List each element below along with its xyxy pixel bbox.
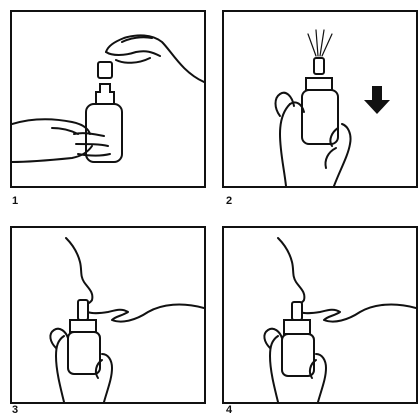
step-4-panel <box>222 226 418 404</box>
bottle-icon <box>68 332 100 374</box>
step-number: 2 <box>226 196 232 207</box>
arrow-down-icon <box>364 86 390 114</box>
bottle-icon <box>302 90 338 144</box>
spray-nostril-illustration <box>224 228 416 402</box>
prime-spray-illustration <box>224 12 416 186</box>
spray-mist-icon <box>308 30 332 56</box>
step-number: 3 <box>12 405 18 416</box>
step-3-panel <box>10 226 206 404</box>
step-number: 4 <box>226 405 232 416</box>
step-2-panel <box>222 10 418 188</box>
cap-icon <box>98 62 112 78</box>
step-number: 1 <box>12 196 18 207</box>
step-1-panel <box>10 10 206 188</box>
insert-nozzle-illustration <box>12 228 204 402</box>
remove-cap-illustration <box>12 12 204 186</box>
